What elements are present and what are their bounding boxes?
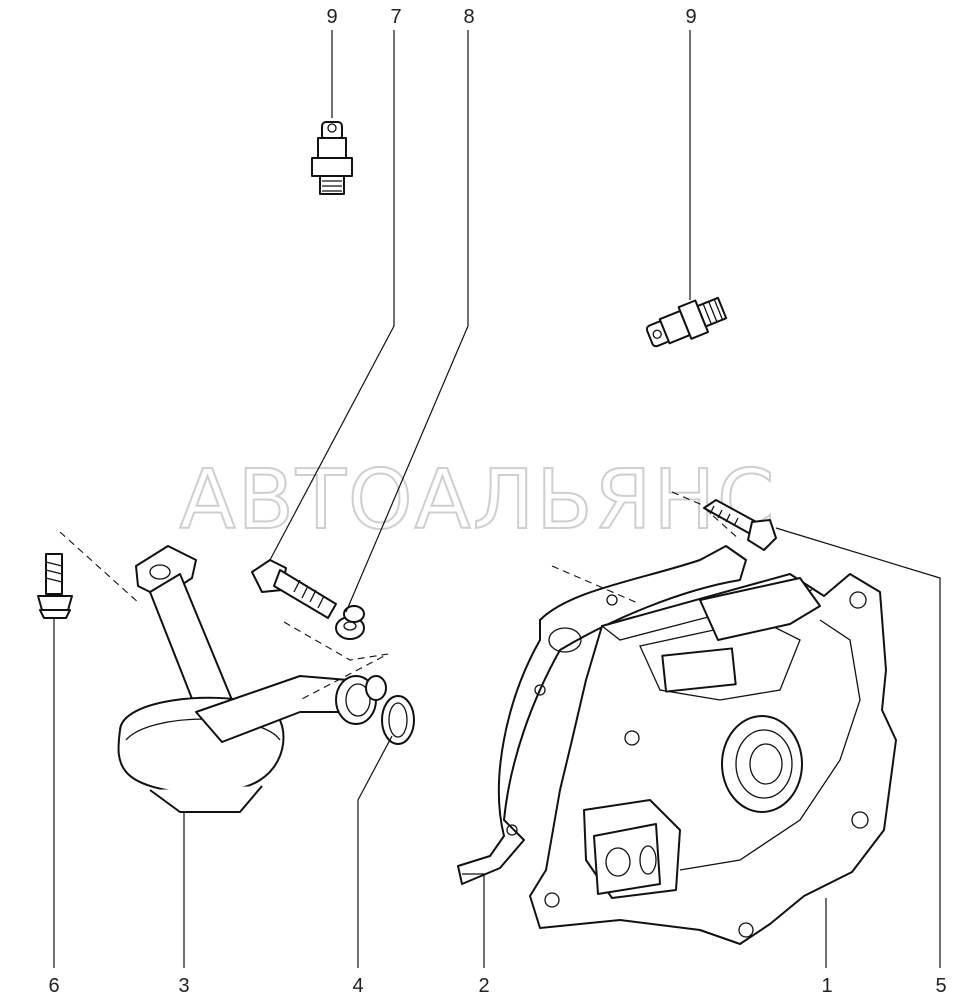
part-5-bolt [703,499,777,551]
callout-6: 6 [48,975,59,997]
leader-lines [53,30,941,968]
watermark-text: АВТОАЛЬЯНС [180,453,777,548]
callout-9-right: 9 [685,6,696,28]
callout-4: 4 [352,975,363,997]
part-9-fitting-right [645,296,728,348]
part-3-oil-pickup [117,545,387,813]
callout-7: 7 [390,6,401,28]
callout-2: 2 [478,975,489,997]
part-2-gasket [457,545,747,885]
callout-5: 5 [935,975,946,997]
assembly-lines [59,491,741,701]
callout-8: 8 [463,6,474,28]
part-7-bolt [251,559,337,619]
part-8-washer [335,605,365,640]
part-6-bolt [37,553,73,619]
callout-1: 1 [821,975,832,997]
part-1-oil-pump-housing [529,573,897,945]
callout-3: 3 [178,975,189,997]
part-4-o-ring [381,695,415,745]
callout-labels: 9 7 8 9 6 3 4 2 1 5 [48,6,946,997]
callout-9-top: 9 [326,6,337,28]
part-9-fitting-top [311,121,353,195]
